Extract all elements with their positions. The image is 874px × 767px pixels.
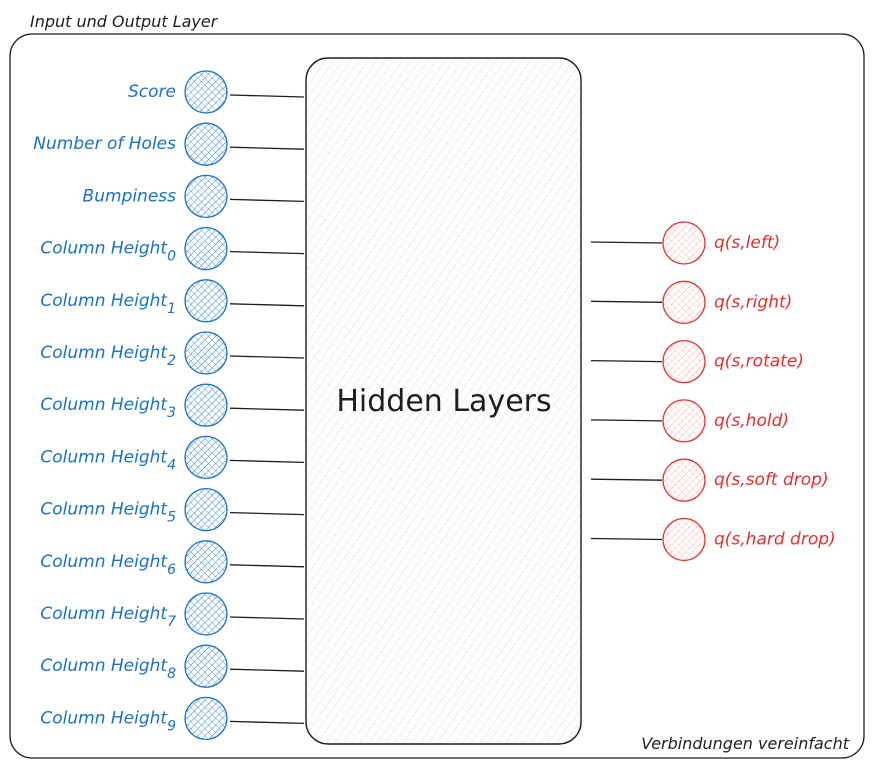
output-connection xyxy=(590,300,663,303)
input-neuron: Number of Holes xyxy=(33,122,305,166)
output-node xyxy=(662,458,706,502)
hidden-layers-label: Hidden Layers xyxy=(336,384,551,419)
input-node xyxy=(184,122,228,166)
output-connection xyxy=(590,359,663,363)
input-label: Column Height3 xyxy=(40,395,176,421)
output-connection xyxy=(590,241,663,244)
input-label: Number of Holes xyxy=(33,134,176,154)
input-neuron: Column Height6 xyxy=(40,540,305,584)
output-label: q(s,right) xyxy=(714,292,792,312)
output-node xyxy=(662,280,706,324)
input-label: Column Height7 xyxy=(40,604,176,630)
output-neuron: q(s,soft drop) xyxy=(590,458,829,502)
output-node xyxy=(662,399,706,443)
input-node xyxy=(184,592,228,636)
input-connection xyxy=(229,303,305,307)
input-label: Bumpiness xyxy=(83,186,177,206)
input-node xyxy=(184,226,228,271)
input-connection xyxy=(229,94,305,98)
input-node xyxy=(184,383,228,427)
output-neuron: q(s,hold) xyxy=(590,399,789,443)
input-label: Column Height8 xyxy=(40,656,176,682)
input-label: Column Height9 xyxy=(40,708,176,734)
input-node xyxy=(184,540,228,584)
output-label: q(s,rotate) xyxy=(714,352,804,372)
outer-frame xyxy=(9,33,865,759)
output-connection xyxy=(590,419,663,422)
input-node xyxy=(184,487,228,532)
input-node xyxy=(184,331,228,375)
input-neuron: Column Height9 xyxy=(40,696,305,741)
input-connection xyxy=(229,407,305,411)
output-node xyxy=(662,517,706,562)
input-node xyxy=(184,174,228,219)
input-node xyxy=(184,696,228,741)
output-node xyxy=(662,339,706,384)
output-label: q(s,soft drop) xyxy=(714,470,829,490)
input-connection xyxy=(229,459,305,464)
output-neuron: q(s,hard drop) xyxy=(590,517,836,562)
input-neuron: Column Height2 xyxy=(40,331,305,375)
output-node xyxy=(662,221,706,265)
input-connection xyxy=(229,668,305,672)
output-neuron: q(s,right) xyxy=(590,280,792,324)
output-neuron: q(s,rotate) xyxy=(590,339,804,384)
input-connection xyxy=(229,250,305,255)
output-layer: q(s,left) q(s,right) q(s,rotate) q(s,hold) q… xyxy=(590,221,836,562)
input-connection xyxy=(229,564,305,568)
output-label: q(s,left) xyxy=(714,233,780,253)
output-connection xyxy=(590,537,663,541)
input-neuron: Column Height5 xyxy=(40,487,305,532)
input-label: Column Height0 xyxy=(40,239,176,265)
input-label: Column Height2 xyxy=(40,343,176,369)
input-node xyxy=(184,435,228,480)
input-label: Column Height6 xyxy=(40,552,176,578)
input-connection xyxy=(229,616,305,620)
input-neuron: Column Height1 xyxy=(40,279,305,323)
input-node xyxy=(184,279,228,323)
output-label: q(s,hold) xyxy=(714,411,789,431)
input-connection xyxy=(229,146,305,150)
input-label: Column Height4 xyxy=(40,447,176,473)
output-neuron: q(s,left) xyxy=(590,221,780,265)
input-connection xyxy=(229,720,305,725)
input-label: Column Height5 xyxy=(40,500,176,526)
input-label: Score xyxy=(128,82,176,102)
output-label: q(s,hard drop) xyxy=(714,530,836,550)
simplified-connections-note: Verbindungen vereinfacht xyxy=(641,734,850,753)
hidden-layers-box xyxy=(305,57,582,745)
frame-title: Input und Output Layer xyxy=(30,12,219,31)
input-node xyxy=(184,70,228,114)
input-neuron: Column Height8 xyxy=(40,644,305,688)
output-connection xyxy=(590,478,663,481)
input-neuron: Column Height0 xyxy=(40,226,305,271)
input-neuron: Column Height3 xyxy=(40,383,305,427)
input-neuron: Column Height7 xyxy=(40,592,305,636)
input-connection xyxy=(229,198,305,203)
input-connection xyxy=(229,511,305,516)
input-neuron: Column Height4 xyxy=(40,435,305,480)
input-neuron: Score xyxy=(128,70,305,114)
input-label: Column Height1 xyxy=(40,291,176,317)
input-connection xyxy=(229,355,305,359)
input-neuron: Bumpiness xyxy=(83,174,305,219)
input-node xyxy=(184,644,228,688)
